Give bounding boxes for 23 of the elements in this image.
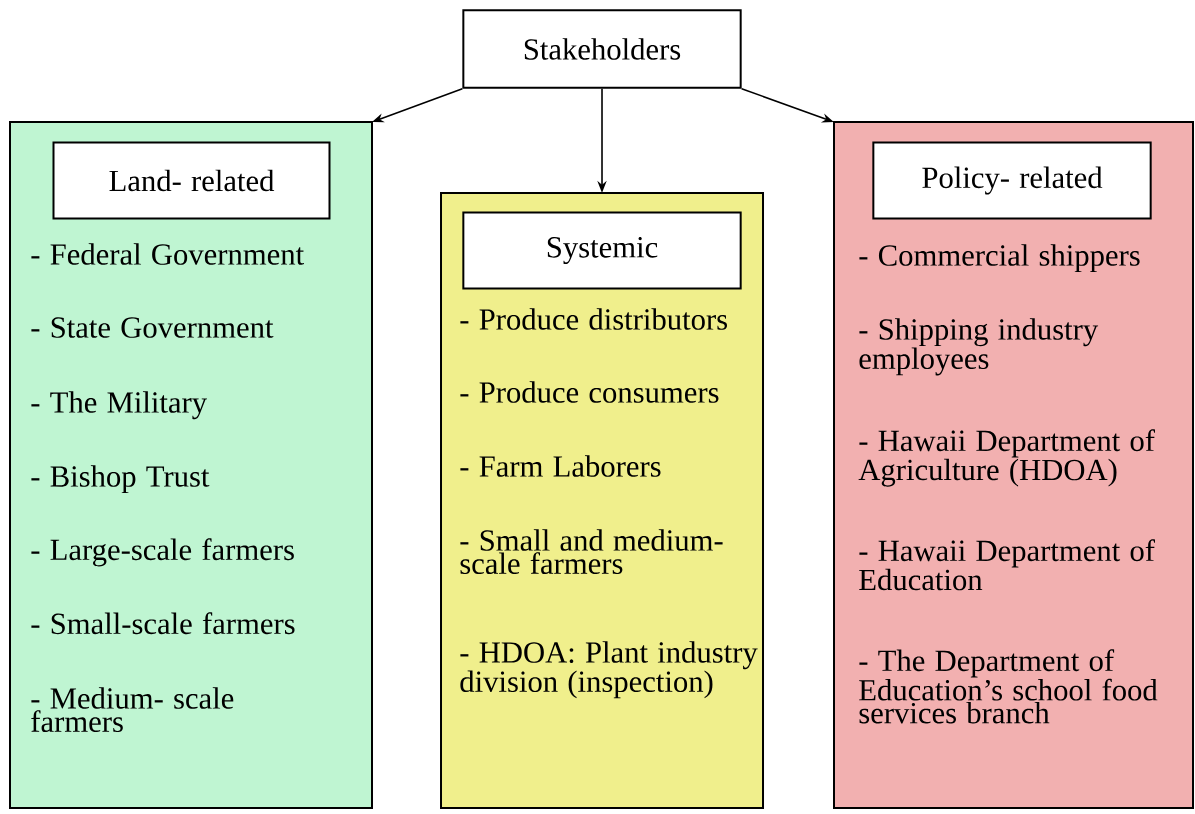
list-item: - Hawaii Department of Agriculture (HDOA) (858, 429, 1155, 487)
heading-box: Land- related (52, 141, 331, 220)
list-item: - The Department of Education’s school food services branch (859, 649, 1158, 724)
list-item: - The Military (31, 391, 207, 420)
list-item: - Bishop Trust (31, 465, 210, 494)
list-item: - Medium- scale farmers (31, 687, 234, 733)
heading-box: Stakeholders (462, 9, 742, 89)
list-item: - Commercial shippers (859, 244, 1140, 273)
heading-box: Policy- related (872, 141, 1152, 220)
list-item: - Produce consumers (460, 381, 719, 403)
list-item: - Produce distributors (460, 308, 727, 330)
list-item: - Farm Laborers (460, 455, 661, 477)
panel (9, 121, 373, 809)
list-item: - Small and medium- scale farmers (460, 529, 723, 575)
list-item: - Hawaii Department of Education (859, 539, 1155, 591)
list-item: - Small-scale farmers (31, 612, 295, 635)
panel (833, 121, 1194, 809)
heading-box: Systemic (462, 211, 742, 290)
list-item: - HDOA: Plant industry division (inspection) (460, 641, 758, 699)
list-item: - Federal Government (31, 243, 304, 265)
list-item: - Shipping industry employees (859, 318, 1099, 376)
list-item: - Large-scale farmers (31, 538, 294, 567)
list-item: - State Government (31, 317, 274, 338)
